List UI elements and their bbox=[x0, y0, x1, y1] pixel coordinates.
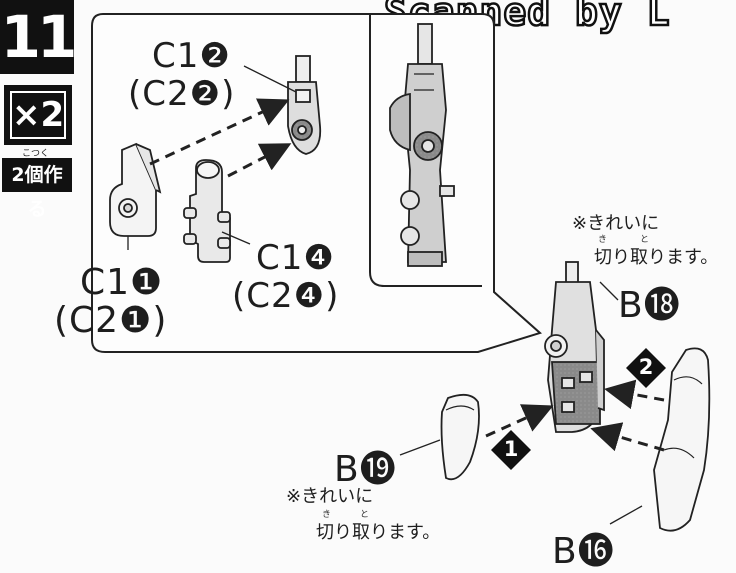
label-c1-2: C1❷ bbox=[152, 36, 231, 76]
ruby-bottom-to: と bbox=[360, 510, 370, 520]
cut-note-bottom: ※きれいに bbox=[286, 486, 374, 507]
part-b16 bbox=[653, 347, 711, 532]
label-c1-4: C1❹ bbox=[256, 238, 335, 278]
ruby-top-to: と bbox=[640, 235, 650, 245]
part-b19 bbox=[440, 393, 480, 481]
part-c1-1 bbox=[109, 142, 162, 237]
detail-leg-frame bbox=[389, 23, 455, 267]
label-b18: B⓲ bbox=[618, 285, 681, 326]
part-c1-2 bbox=[287, 55, 322, 155]
arrow-step-2-label: 2 bbox=[638, 355, 654, 379]
step-diamond-1 bbox=[491, 430, 531, 470]
step-number-badge: 11 bbox=[0, 0, 77, 74]
arrow-step-1-label: 1 bbox=[503, 437, 519, 461]
make-ruby: こつく bbox=[22, 149, 50, 159]
step-diamond-2 bbox=[626, 348, 666, 388]
leader-lines bbox=[127, 65, 643, 525]
cut-note-top-2: 切り取ります。 bbox=[594, 247, 719, 268]
assembly-arrows bbox=[485, 379, 665, 452]
cut-note-top: ※きれいに bbox=[572, 213, 660, 234]
label-b19: B⓳ bbox=[334, 449, 397, 490]
part-c1-4 bbox=[183, 159, 231, 263]
ruby-bottom-ki: き bbox=[322, 510, 332, 520]
label-c2-1: (C2❶) bbox=[54, 300, 168, 341]
quantity-badge: ×2 bbox=[4, 85, 72, 145]
ruby-top-ki: き bbox=[598, 235, 608, 245]
label-c2-4: (C2❹) bbox=[232, 276, 340, 316]
callout-arrows bbox=[149, 98, 292, 178]
cut-note-bottom-2: 切り取ります。 bbox=[316, 522, 441, 543]
label-b16: B⓰ bbox=[552, 531, 615, 572]
label-c1-1: C1❶ bbox=[80, 262, 164, 303]
quantity-text: ×2 bbox=[10, 91, 66, 139]
detail-frame bbox=[369, 14, 482, 287]
assembled-leg bbox=[544, 261, 605, 433]
label-c2-2: (C2❷) bbox=[128, 74, 236, 114]
make-two-label: 2個作る bbox=[2, 158, 72, 220]
